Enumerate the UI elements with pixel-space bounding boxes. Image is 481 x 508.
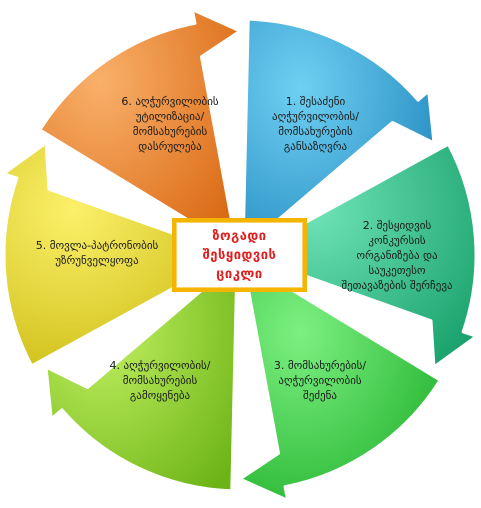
cycle-segment-3 (238, 258, 442, 502)
cycle-segment-5 (2, 141, 236, 368)
center-title: ზოგადი შესყიდვის ციკლი (202, 228, 277, 282)
cycle-segment-4 (44, 258, 239, 493)
cycle-segment-6 (38, 8, 242, 252)
segment-label-3: 3. მომსახურების/ აღჭურვილობის შეძენა (273, 359, 367, 402)
cycle-segment-2 (244, 142, 478, 369)
segment-label-1: 1. შესაძენი აღჭურვილობის/ მომსახურების გ… (272, 95, 359, 153)
segment-label-2: 2. შესყიდვის კონკურსის ორგანიზება და საუ… (341, 219, 453, 292)
segment-label-6: 6. აღჭურვილობის უტილიზაცია/ მომსახურების… (121, 95, 219, 153)
center-title-box: ზოგადი შესყიდვის ციკლი (172, 218, 307, 292)
segment-label-4: 4. აღჭურვილობის/ მომსახურების გამოყენება (109, 359, 211, 402)
segment-label-5: 5. მოვლა-პატრონობის უზრუნველყოფა (35, 239, 159, 267)
cycle-segment-1 (241, 17, 436, 252)
